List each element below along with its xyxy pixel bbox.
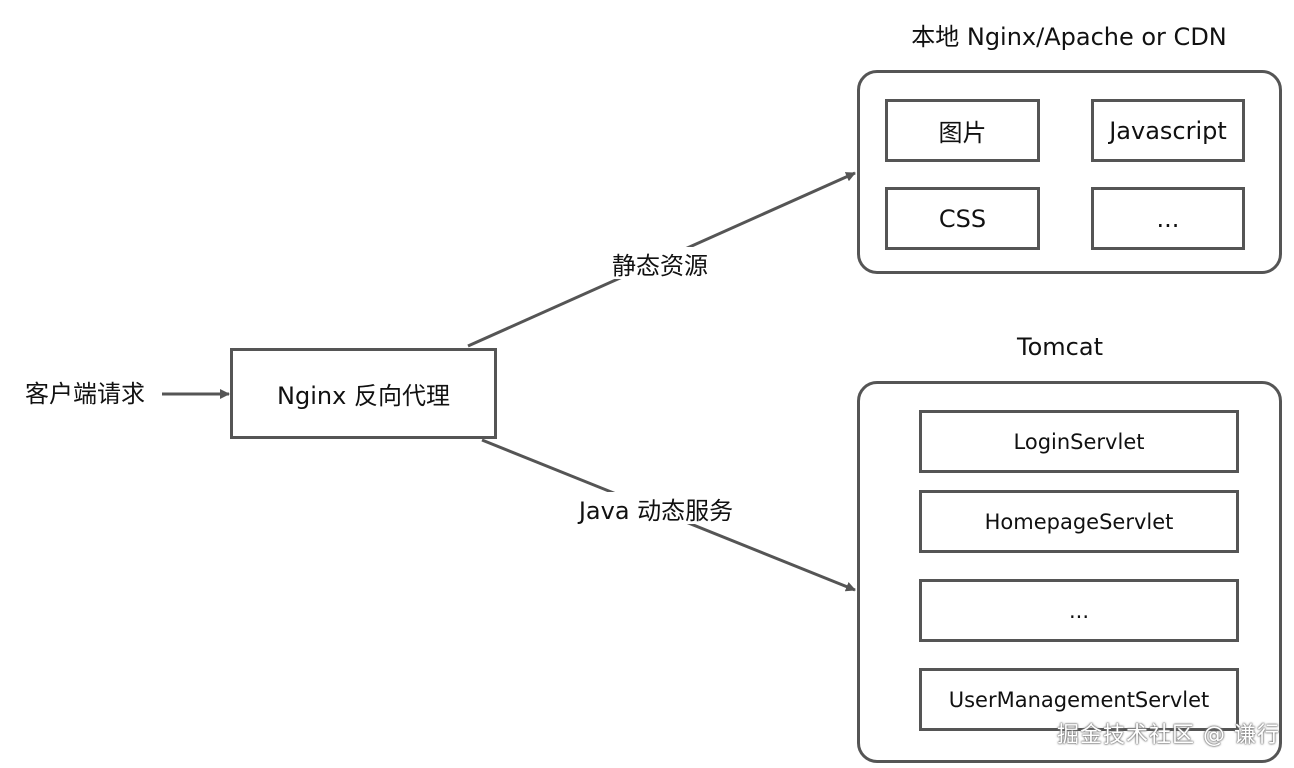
static-resources-group <box>857 70 1282 274</box>
nginx-proxy-box: Nginx 反向代理 <box>230 348 497 439</box>
servlet-more: ... <box>919 579 1239 642</box>
static-resources-edge-label: 静态资源 <box>598 247 722 280</box>
static-item-images: 图片 <box>885 99 1040 162</box>
watermark-text: 掘金技术社区 @ 谦行 <box>1057 723 1280 748</box>
servlet-login: LoginServlet <box>919 410 1239 473</box>
static-item-more: ... <box>1091 187 1245 250</box>
static-item-javascript: Javascript <box>1091 99 1245 162</box>
tomcat-group <box>857 381 1282 763</box>
java-dynamic-service-edge-label: Java 动态服务 <box>560 492 752 525</box>
tomcat-group-title: Tomcat <box>1017 333 1103 361</box>
static-item-css: CSS <box>885 187 1040 250</box>
servlet-user-management: UserManagementServlet <box>919 668 1239 731</box>
servlet-homepage: HomepageServlet <box>919 490 1239 553</box>
client-request-label: 客户端请求 <box>25 380 145 408</box>
static-group-title: 本地 Nginx/Apache or CDN <box>911 23 1227 51</box>
